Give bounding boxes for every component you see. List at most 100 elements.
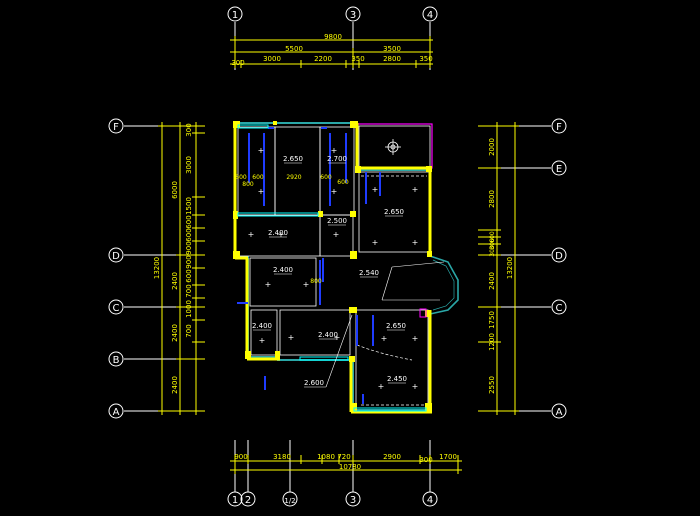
dimension-text: 800	[242, 181, 254, 188]
dimension-text: 800	[310, 278, 322, 285]
dimension-text: 300	[185, 123, 193, 136]
axis-label: D	[555, 251, 563, 262]
spotlight-icon: +	[331, 146, 338, 155]
top-dimension-chain: 9800 5500 3500 300 3000 2200 350 2800 35…	[230, 33, 433, 68]
dimension-text: 900	[185, 255, 193, 268]
dimension-text: 2000	[488, 138, 496, 156]
dimension-text: 1000	[185, 300, 193, 318]
spotlight-icon: +	[258, 187, 265, 196]
spotlight-icon: +	[412, 334, 419, 343]
dimension-text: 2550	[488, 376, 496, 394]
axis-label: 4	[427, 495, 433, 506]
axis-bubble-bottom-3: 3	[345, 440, 361, 507]
axis-bubble-bottom-4: 4	[422, 440, 438, 507]
right-dimension-chain: 13200 2000 2800 2400 1750 1200 2550 600 …	[478, 122, 519, 415]
dimension-text: 600	[185, 269, 193, 282]
spotlight-icon: +	[381, 334, 388, 343]
axis-label: C	[113, 303, 120, 314]
inner-dimensions: 600 600 2920 600 600 800 800	[235, 174, 349, 285]
dimension-text: 6000	[171, 181, 179, 199]
dimension-text: 13200	[506, 257, 514, 279]
ceiling-height: 2.650	[283, 155, 303, 163]
ceiling-height: 2.400	[252, 322, 272, 330]
right-axis-markers: F E D C A	[478, 118, 567, 419]
spotlight-icon: +	[333, 230, 340, 239]
dimension-text: 900	[185, 241, 193, 254]
dimension-text: 900	[234, 453, 247, 461]
dimension-text: 2400	[171, 376, 179, 394]
dimension-text: 350	[419, 55, 432, 63]
ceiling-height: 2.400	[273, 266, 293, 274]
axis-label: E	[556, 164, 562, 175]
ceiling-height: 2.400	[318, 331, 338, 339]
axis-label: D	[112, 251, 120, 262]
spotlight-icon: +	[412, 238, 419, 247]
axis-label: 2	[245, 495, 251, 506]
ceiling-height-underlines	[253, 162, 406, 388]
ceiling-height-labels: 2.650 2.700 2.650 2.500 2.400 2.400 2.54…	[252, 155, 407, 387]
spotlight-icon: +	[288, 333, 295, 342]
dimension-text: 600	[185, 215, 193, 228]
bottom-dimension-chain: 900 3180 1080 720 2900 300 1700 10780	[230, 453, 462, 474]
dimension-text: 600	[185, 228, 193, 241]
spotlight-icon: +	[334, 333, 341, 342]
ceiling-height: 2.650	[384, 208, 404, 216]
dimension-text: 1200	[488, 333, 496, 351]
spotlight-icon: +	[412, 185, 419, 194]
room-corridor	[319, 214, 354, 257]
axis-label: 3	[350, 495, 356, 506]
spotlight-icon: +	[278, 230, 285, 239]
dimension-text: 300	[419, 456, 432, 464]
door-marker	[419, 308, 427, 318]
axis-label: C	[556, 303, 563, 314]
spotlight-icon: +	[248, 230, 255, 239]
dimension-text: 9800	[324, 33, 342, 41]
left-dimension-chain: 13200 6000 2400 2400 2400 300 3000 1500 …	[153, 122, 205, 415]
dimension-text: 10780	[339, 463, 361, 471]
dimension-text: 300	[231, 59, 244, 67]
dimension-text: 2800	[383, 55, 401, 63]
dimension-text: 600	[252, 174, 264, 181]
chandelier-icon	[385, 139, 401, 155]
axis-label: 1	[232, 10, 238, 21]
room-lower-center	[279, 309, 351, 356]
spotlight-icon: +	[258, 146, 265, 155]
axis-label: F	[556, 122, 562, 133]
bay-window	[381, 255, 459, 315]
dimension-text: 13200	[153, 257, 161, 279]
axis-label: 3	[350, 10, 356, 21]
spotlight-icon: +	[259, 336, 266, 345]
axis-bubble-bottom-2: 2	[240, 440, 256, 507]
axis-label: B	[113, 355, 120, 366]
dimension-text: 600	[235, 174, 247, 181]
dimension-text: 3000	[263, 55, 281, 63]
room-center-left	[249, 257, 317, 307]
dimension-text: 2400	[171, 272, 179, 290]
room-outlines	[235, 125, 431, 409]
spotlights: + + + + + + + + + + + + + + + + + + + +	[248, 146, 419, 391]
ceiling-height: 2.700	[327, 155, 347, 163]
light-troughs	[237, 127, 381, 404]
dimension-text: 700	[185, 324, 193, 337]
axis-label: A	[113, 407, 120, 418]
dimension-text: 3500	[383, 45, 401, 53]
dimension-text: 600	[337, 179, 349, 186]
spotlight-icon: +	[378, 382, 385, 391]
dimension-text: 1750	[488, 311, 496, 329]
floor-plan: + + + + + + + + + + + + + + + + + + + + …	[233, 121, 459, 414]
spotlight-icon: +	[331, 187, 338, 196]
dimension-text: 700	[185, 284, 193, 297]
spotlight-icon: +	[265, 280, 272, 289]
axis-label: 1	[232, 495, 238, 506]
ceiling-height: 2.540	[359, 269, 379, 277]
dimension-text: 5500	[285, 45, 303, 53]
dimension-text: 3000	[185, 156, 193, 174]
dimension-text: 1500	[185, 197, 193, 215]
axis-label: 1/2	[284, 497, 295, 505]
dimension-text: 600	[320, 174, 332, 181]
ceiling-height: 2.500	[327, 217, 347, 225]
ceiling-height: 2.650	[386, 322, 406, 330]
axis-label: F	[113, 122, 119, 133]
dimension-text: 2400	[171, 324, 179, 342]
